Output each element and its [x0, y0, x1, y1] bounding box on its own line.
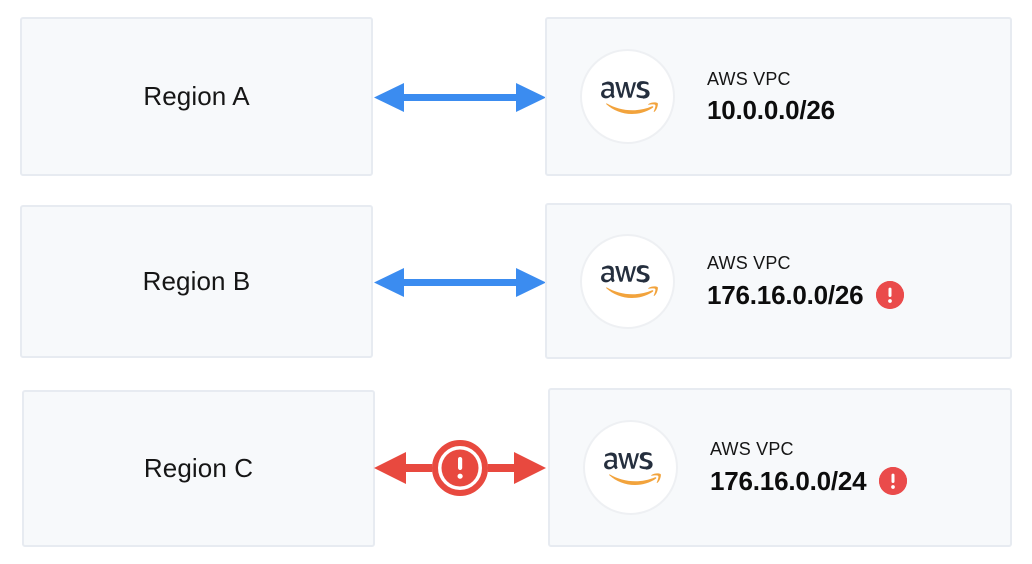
- region-box-b[interactable]: Region B: [20, 205, 373, 358]
- error-exclamation-icon: [876, 280, 905, 309]
- vpc-title: AWS VPC: [707, 252, 791, 273]
- aws-logo-icon: [583, 420, 678, 515]
- vpc-cidr-row: 10.0.0.0/26: [707, 97, 835, 123]
- vpc-cidr: 10.0.0.0/26: [707, 95, 835, 125]
- error-exclamation-badge: [432, 440, 488, 496]
- vpc-cidr-row: 176.16.0.0/26: [707, 279, 905, 310]
- vpc-cidr-row: 176.16.0.0/24: [710, 466, 908, 496]
- vpc-card-c[interactable]: AWS VPC 176.16.0.0/24: [548, 388, 1012, 547]
- aws-logo-icon: [580, 49, 675, 144]
- double-arrow-icon: [374, 268, 546, 297]
- error-exclamation-icon: [879, 467, 908, 495]
- double-arrow-icon: [374, 83, 546, 112]
- vpc-text-block: AWS VPC 10.0.0.0/26: [707, 70, 835, 123]
- vpc-text-block: AWS VPC 176.16.0.0/26: [707, 252, 905, 310]
- aws-logo-icon: [580, 233, 675, 329]
- connector-arrow-a: [374, 80, 546, 116]
- region-label: Region B: [142, 266, 251, 296]
- vpc-text-block: AWS VPC 176.16.0.0/24: [710, 439, 908, 496]
- vpc-cidr: 176.16.0.0/26: [707, 279, 864, 310]
- vpc-card-a[interactable]: AWS VPC 10.0.0.0/26: [545, 17, 1012, 176]
- region-label: Region A: [143, 81, 250, 111]
- vpc-card-b[interactable]: AWS VPC 176.16.0.0/26: [545, 203, 1012, 359]
- connector-arrow-b: [374, 265, 546, 301]
- region-box-c[interactable]: Region C: [22, 390, 375, 547]
- region-box-a[interactable]: Region A: [20, 17, 373, 176]
- vpc-cidr: 176.16.0.0/24: [710, 466, 867, 496]
- vpc-title: AWS VPC: [707, 69, 791, 89]
- double-arrow-blocked-icon: [374, 440, 546, 496]
- connector-arrow-c-blocked: [374, 439, 546, 497]
- vpc-title: AWS VPC: [710, 439, 794, 459]
- region-label: Region C: [143, 453, 254, 483]
